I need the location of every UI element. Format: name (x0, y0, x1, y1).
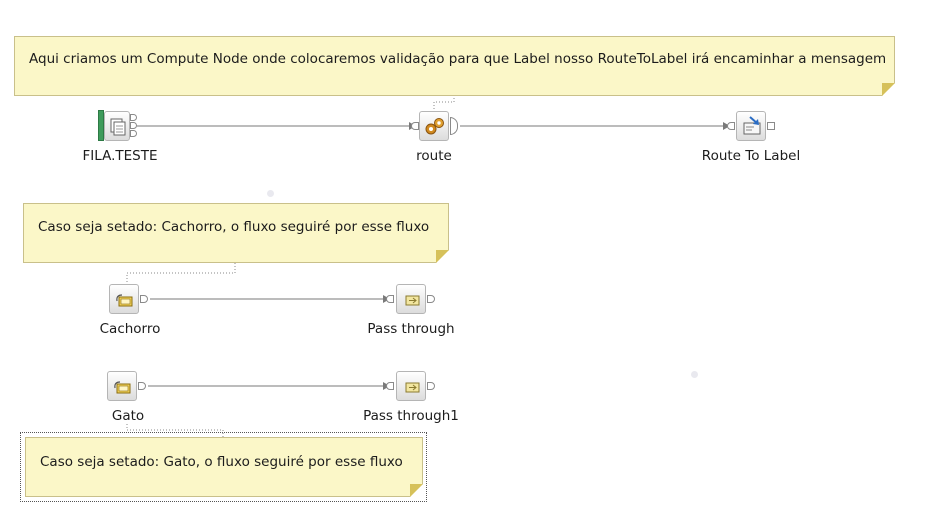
out-terminal[interactable] (130, 114, 137, 121)
note-anchor-top (433, 95, 455, 111)
node-label: Pass through (367, 321, 455, 337)
note-top-text: Aqui criamos um Compute Node onde coloca… (29, 51, 887, 67)
in-terminal[interactable] (386, 382, 394, 390)
note-top[interactable]: Aqui criamos um Compute Node onde coloca… (14, 36, 895, 96)
out-terminal[interactable] (427, 295, 435, 303)
passthrough-node-icon (396, 284, 426, 314)
out-terminal[interactable] (130, 130, 137, 137)
in-terminal[interactable] (727, 122, 735, 130)
note-anchor-gato (126, 423, 224, 437)
label-node-icon (109, 284, 139, 314)
out-terminal[interactable] (138, 382, 146, 390)
note-gato[interactable]: Caso seja setado: Gato, o fluxo seguiré … (25, 437, 423, 497)
node-label: FILA.TESTE (82, 148, 158, 164)
note-fold-icon (410, 484, 423, 497)
out-terminal[interactable] (130, 122, 137, 129)
out-terminal[interactable] (427, 382, 435, 390)
note-fold-icon (436, 250, 449, 263)
in-terminal[interactable] (386, 295, 394, 303)
node-label: Cachorro (99, 321, 161, 337)
node-label: Gato (111, 408, 145, 424)
note-cachorro-text: Caso seja setado: Cachorro, o fluxo segu… (38, 219, 430, 235)
node-label: Pass through1 (363, 408, 459, 424)
note-anchor-cachorro (126, 263, 236, 284)
note-cachorro[interactable]: Caso seja setado: Cachorro, o fluxo segu… (23, 203, 449, 263)
out-terminal[interactable] (140, 295, 148, 303)
mq-input-node-icon (104, 111, 130, 141)
canvas-dot (691, 371, 698, 378)
note-gato-text: Caso seja setado: Gato, o fluxo seguiré … (40, 454, 403, 470)
node-label: Route To Label (701, 148, 801, 164)
passthrough-node-icon (396, 371, 426, 401)
route-to-label-node-icon (736, 111, 766, 141)
compute-node-icon (419, 111, 449, 141)
selection-box (20, 432, 427, 502)
note-fold-icon (882, 83, 895, 96)
in-terminal[interactable] (411, 122, 419, 130)
node-label: route (416, 148, 452, 164)
out-terminal[interactable] (767, 122, 775, 130)
canvas-dot (267, 190, 274, 197)
mq-bar-icon (98, 110, 104, 141)
label-node-icon (107, 371, 137, 401)
